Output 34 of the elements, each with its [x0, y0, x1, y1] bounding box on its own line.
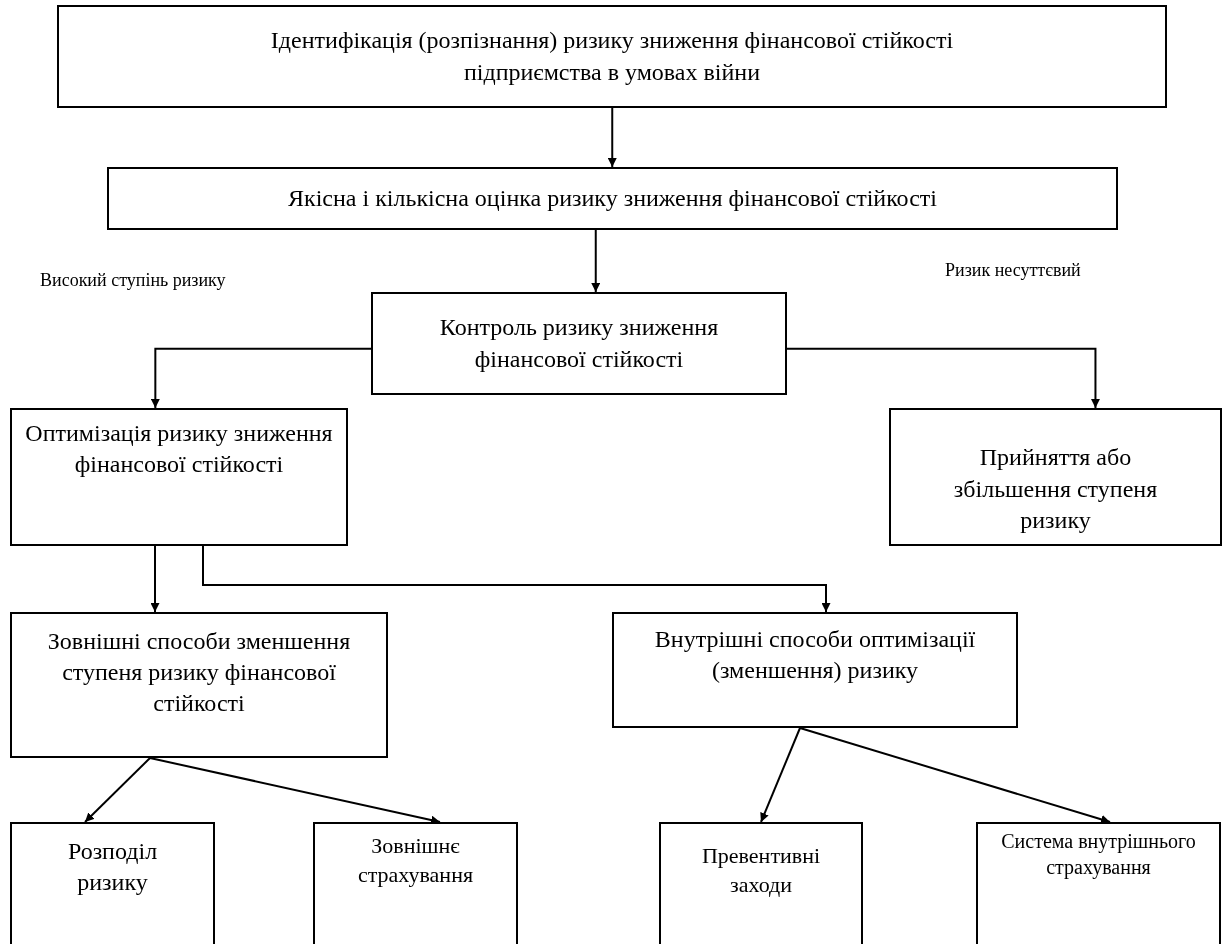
process-box [976, 822, 1221, 944]
arrow [607, 107, 617, 168]
arrow [202, 545, 831, 613]
arrow [149, 757, 441, 825]
arrow [150, 545, 160, 613]
arrow [591, 229, 601, 293]
arrow [799, 727, 1111, 824]
box-text: Внутрішні способи оптимізації (зменшення) ризику [653, 625, 977, 686]
process-box [659, 822, 863, 944]
box-text: Контроль ризику зниження фінансової стійкості [438, 313, 720, 374]
branch-label: Ризик несуттєвий [945, 260, 1081, 281]
process-box [57, 5, 1167, 108]
process-box [10, 612, 388, 758]
box-text: Ідентифікація (розпізнання) ризику зниження фінансової стійкості підприємства в умовах війни [269, 26, 955, 87]
box-text: Прийняття або збільшення ступеня ризику [952, 443, 1159, 535]
box-text: Розподіл ризику [66, 837, 159, 898]
box-text: Превентивні заходи [700, 842, 822, 899]
process-box [107, 167, 1118, 230]
box-text: Зовнішні способи зменшення ступеня ризику фінансової стійкості [46, 627, 352, 719]
process-box [612, 612, 1018, 728]
process-box [371, 292, 787, 395]
arrow [84, 757, 151, 823]
process-box [10, 822, 215, 944]
box-text: Якісна і кількісна оцінка ризику зниження фінансової стійкості [288, 183, 937, 213]
process-box [10, 408, 348, 546]
box-text: Оптимізація ризику зниження фінансової стійкості [24, 419, 334, 480]
process-box [313, 822, 518, 944]
arrow [760, 727, 801, 823]
branch-label: Високий ступінь ризику [40, 270, 226, 291]
process-box [889, 408, 1222, 546]
arrow [786, 347, 1100, 409]
box-text: Система внутрішнього страхування [1000, 829, 1197, 880]
box-text: Зовнішнє страхування [356, 832, 475, 889]
arrow [150, 347, 372, 409]
